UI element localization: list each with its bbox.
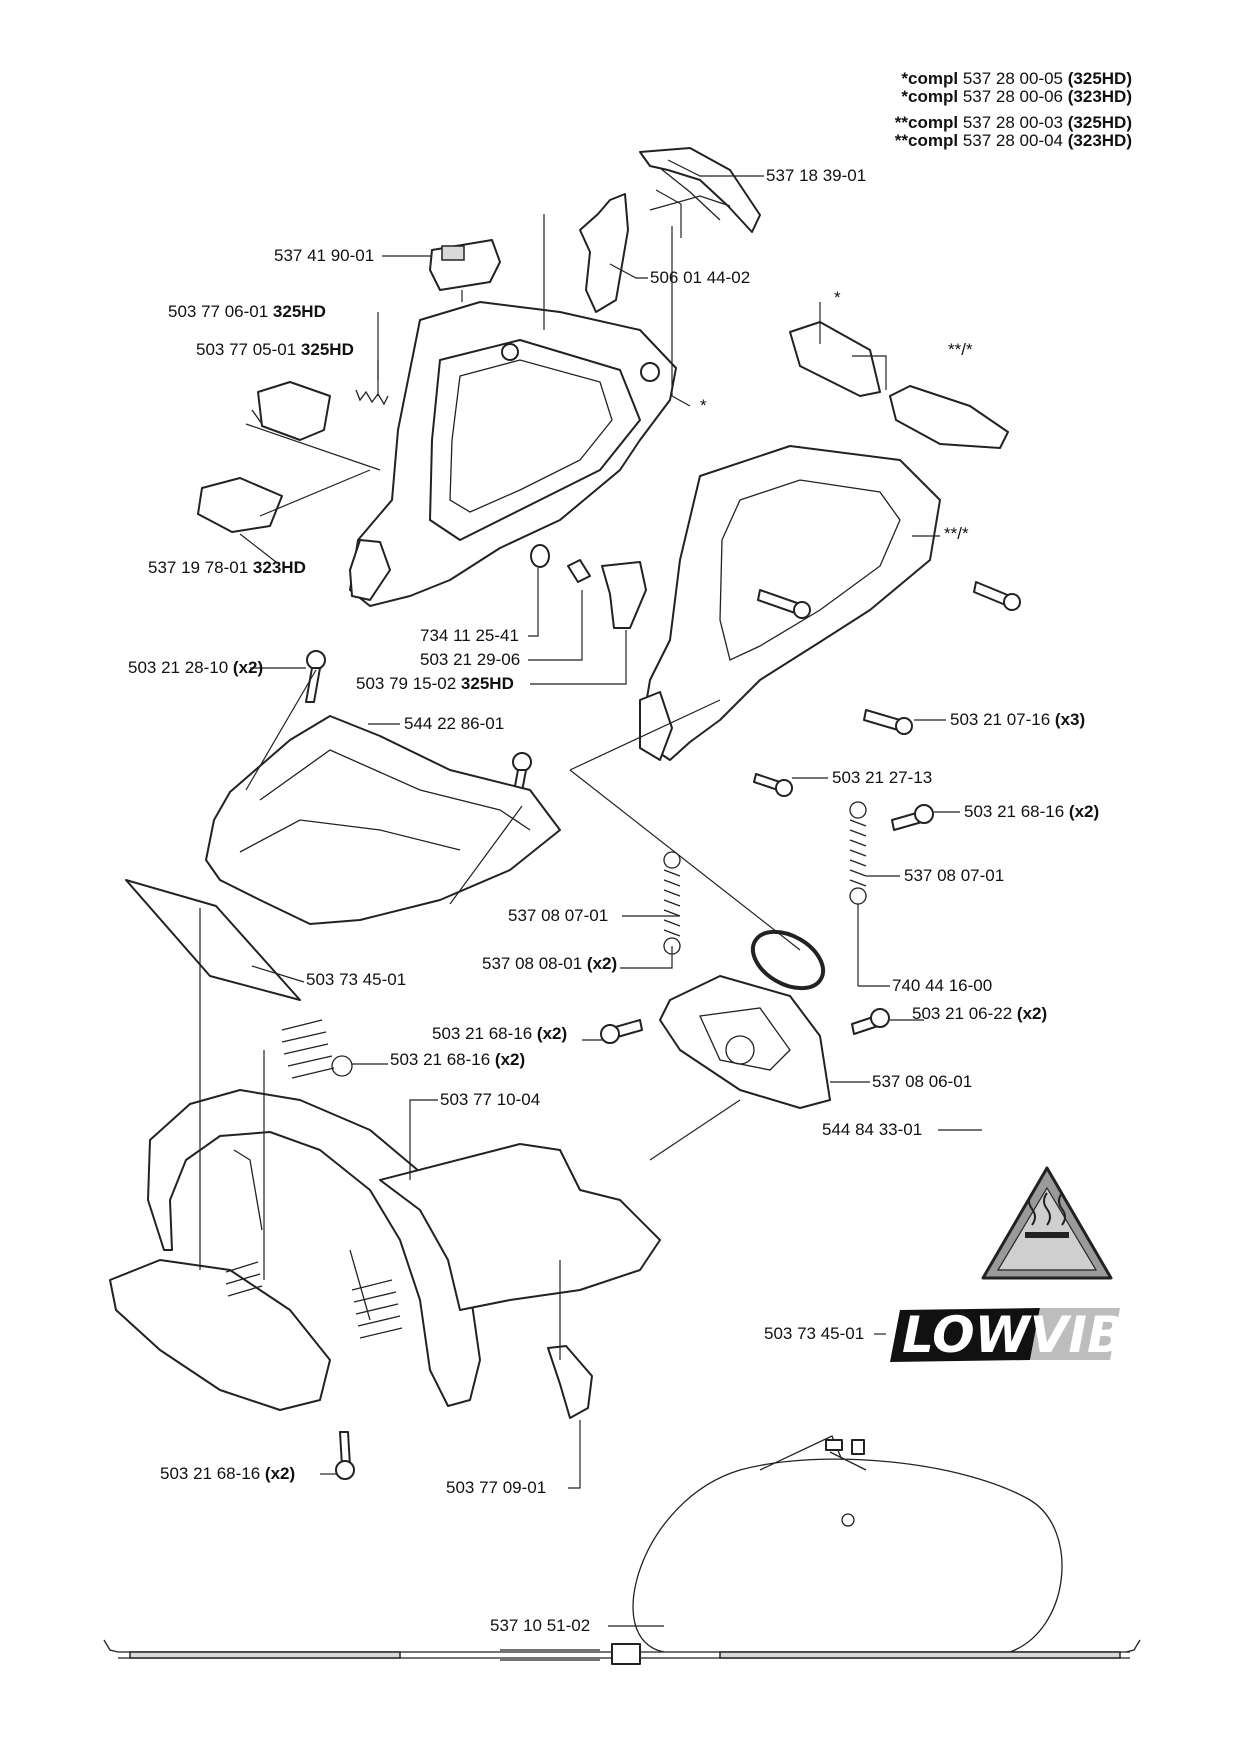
spring-537-08-07-01-left-part — [663, 851, 681, 955]
lever-bracket-323hd-part — [197, 477, 283, 533]
part-label: 537 18 39-01 — [766, 166, 867, 185]
part-label: 503 21 68-16 (x2) — [432, 1024, 568, 1043]
note-line: *compl 537 28 00-05 (325HD) — [901, 69, 1132, 88]
part-label: 503 21 68-16 (x2) — [390, 1050, 526, 1069]
lever-503-79-15-02-part — [601, 561, 647, 629]
damper-block-part — [659, 975, 831, 1109]
part-label: 537 41 90-01 — [274, 246, 375, 265]
lower-cover-part — [205, 715, 561, 925]
part-label: 537 08 07-01 — [904, 866, 1005, 885]
washer-part — [530, 544, 550, 568]
lowvib-logo-text: LOWVIB — [902, 1306, 1125, 1364]
part-label: 537 08 07-01 — [508, 906, 609, 925]
part-label: * — [834, 288, 841, 307]
lowvib-logo: LOWVIB — [890, 1306, 1125, 1364]
throttle-lever-part — [639, 147, 761, 233]
note-line: *compl 537 28 00-06 (323HD) — [901, 87, 1132, 106]
small-spring-part — [355, 389, 389, 406]
hot-surface-warning-icon — [981, 1166, 1113, 1280]
part-label: 537 08 06-01 — [872, 1072, 973, 1091]
spring-handle-left-part — [225, 1261, 263, 1297]
part-label: **/* — [944, 524, 969, 543]
part-label: 503 21 68-16 (x2) — [160, 1464, 296, 1483]
o-ring-part — [750, 929, 826, 991]
completion-notes: *compl 537 28 00-05 (325HD) *compl 537 2… — [895, 70, 1132, 158]
spring-handle-centre-part — [351, 1279, 403, 1339]
screw-503-21-28-10-part — [305, 650, 326, 703]
part-label: 503 73 45-01 — [764, 1324, 865, 1343]
screw-503-21-27-13-part — [753, 773, 793, 797]
spring-503-21-68-16-large-part — [281, 1019, 353, 1079]
decal-star-part — [789, 321, 881, 397]
part-label: * — [700, 396, 707, 415]
part-label: 503 77 09-01 — [446, 1478, 547, 1497]
part-label: 544 22 86-01 — [404, 714, 505, 733]
part-label: 503 21 68-16 (x2) — [964, 802, 1100, 821]
part-label: 503 21 07-16 (x3) — [950, 710, 1086, 729]
screw-cover-2-part — [973, 581, 1021, 611]
spring-537-08-07-01-right-part — [849, 801, 867, 905]
part-label: 537 08 08-01 (x2) — [482, 954, 618, 973]
screw-503-21-68-16-top-part — [891, 804, 934, 831]
screw-503-21-68-16-bottom-part — [335, 1431, 355, 1480]
clip-part — [547, 1345, 593, 1419]
part-label: **/* — [948, 340, 973, 359]
part-label: 503 79 15-02 325HD — [356, 674, 514, 693]
screw-503-21-68-16-mid-part — [600, 1019, 643, 1044]
throttle-lockout-part — [579, 193, 629, 313]
part-label: 544 84 33-01 — [822, 1120, 923, 1139]
part-label: 537 10 51-02 — [490, 1616, 591, 1635]
decal-double-star-part — [889, 385, 1009, 449]
part-label: 503 77 06-01 325HD — [168, 302, 326, 321]
screw-cover-1-part — [757, 589, 811, 619]
note-line: **compl 537 28 00-03 (325HD) — [894, 113, 1132, 132]
part-label: 740 44 16-00 — [892, 976, 993, 995]
part-label: 503 21 27-13 — [832, 768, 933, 787]
leader-lines — [199, 159, 982, 1627]
part-label: 503 21 28-10 (x2) — [128, 658, 264, 677]
part-label: 503 73 45-01 — [306, 970, 407, 989]
screw-503-21-29-06-part — [567, 559, 591, 583]
throttle-cable-part — [103, 1435, 1141, 1665]
rear-handle-housing-part — [349, 301, 677, 607]
screw-503-21-07-16-part — [863, 709, 913, 735]
part-label: 506 01 44-02 — [650, 268, 751, 287]
part-label: 503 21 06-22 (x2) — [912, 1004, 1048, 1023]
part-label: 734 11 25-41 — [420, 626, 519, 645]
part-label: 537 19 78-01 323HD — [148, 558, 306, 577]
decal-sheet-part — [125, 879, 301, 1001]
stop-switch-part — [429, 239, 501, 302]
part-label: 503 77 10-04 — [440, 1090, 541, 1109]
front-handle-part — [109, 1089, 661, 1411]
part-label: 503 21 29-06 — [420, 650, 521, 669]
note-line: **compl 537 28 00-04 (323HD) — [894, 131, 1132, 150]
part-label: 503 77 05-01 325HD — [196, 340, 354, 359]
screw-503-21-06-22-part — [851, 1008, 890, 1035]
lever-bracket-325hd-part — [251, 381, 331, 441]
